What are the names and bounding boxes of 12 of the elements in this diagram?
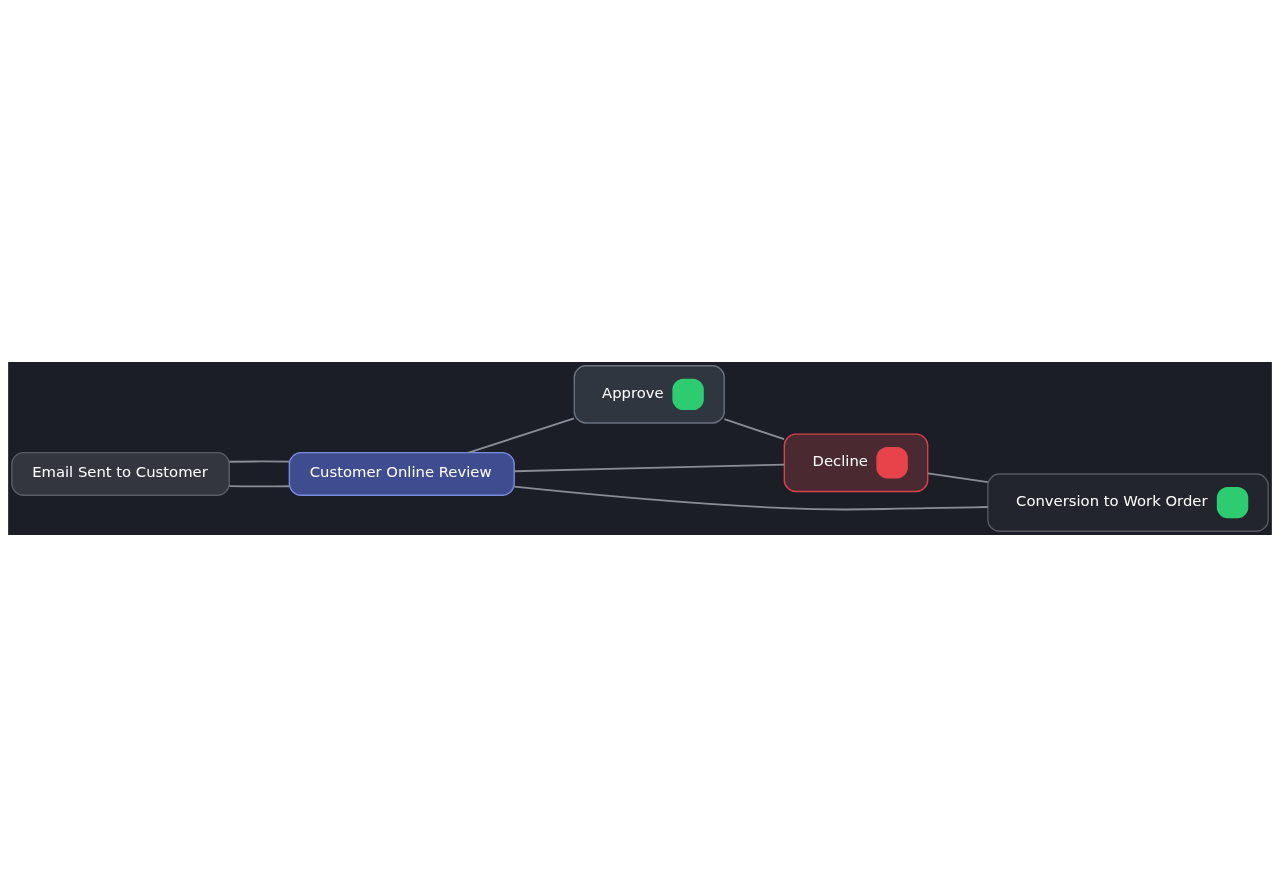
node-box: Customer Online Review <box>288 451 515 496</box>
connector <box>228 484 291 487</box>
connector <box>513 485 989 511</box>
connector <box>513 463 786 472</box>
node-box: Email Sent to Customer <box>11 451 230 496</box>
connector <box>228 460 291 463</box>
connector <box>723 417 786 440</box>
node-box: Conversion to Work Order <box>987 472 1269 532</box>
node-box: Approve <box>573 364 725 424</box>
connector <box>927 471 989 483</box>
node-box: Decline <box>783 432 929 492</box>
connector <box>467 417 575 454</box>
